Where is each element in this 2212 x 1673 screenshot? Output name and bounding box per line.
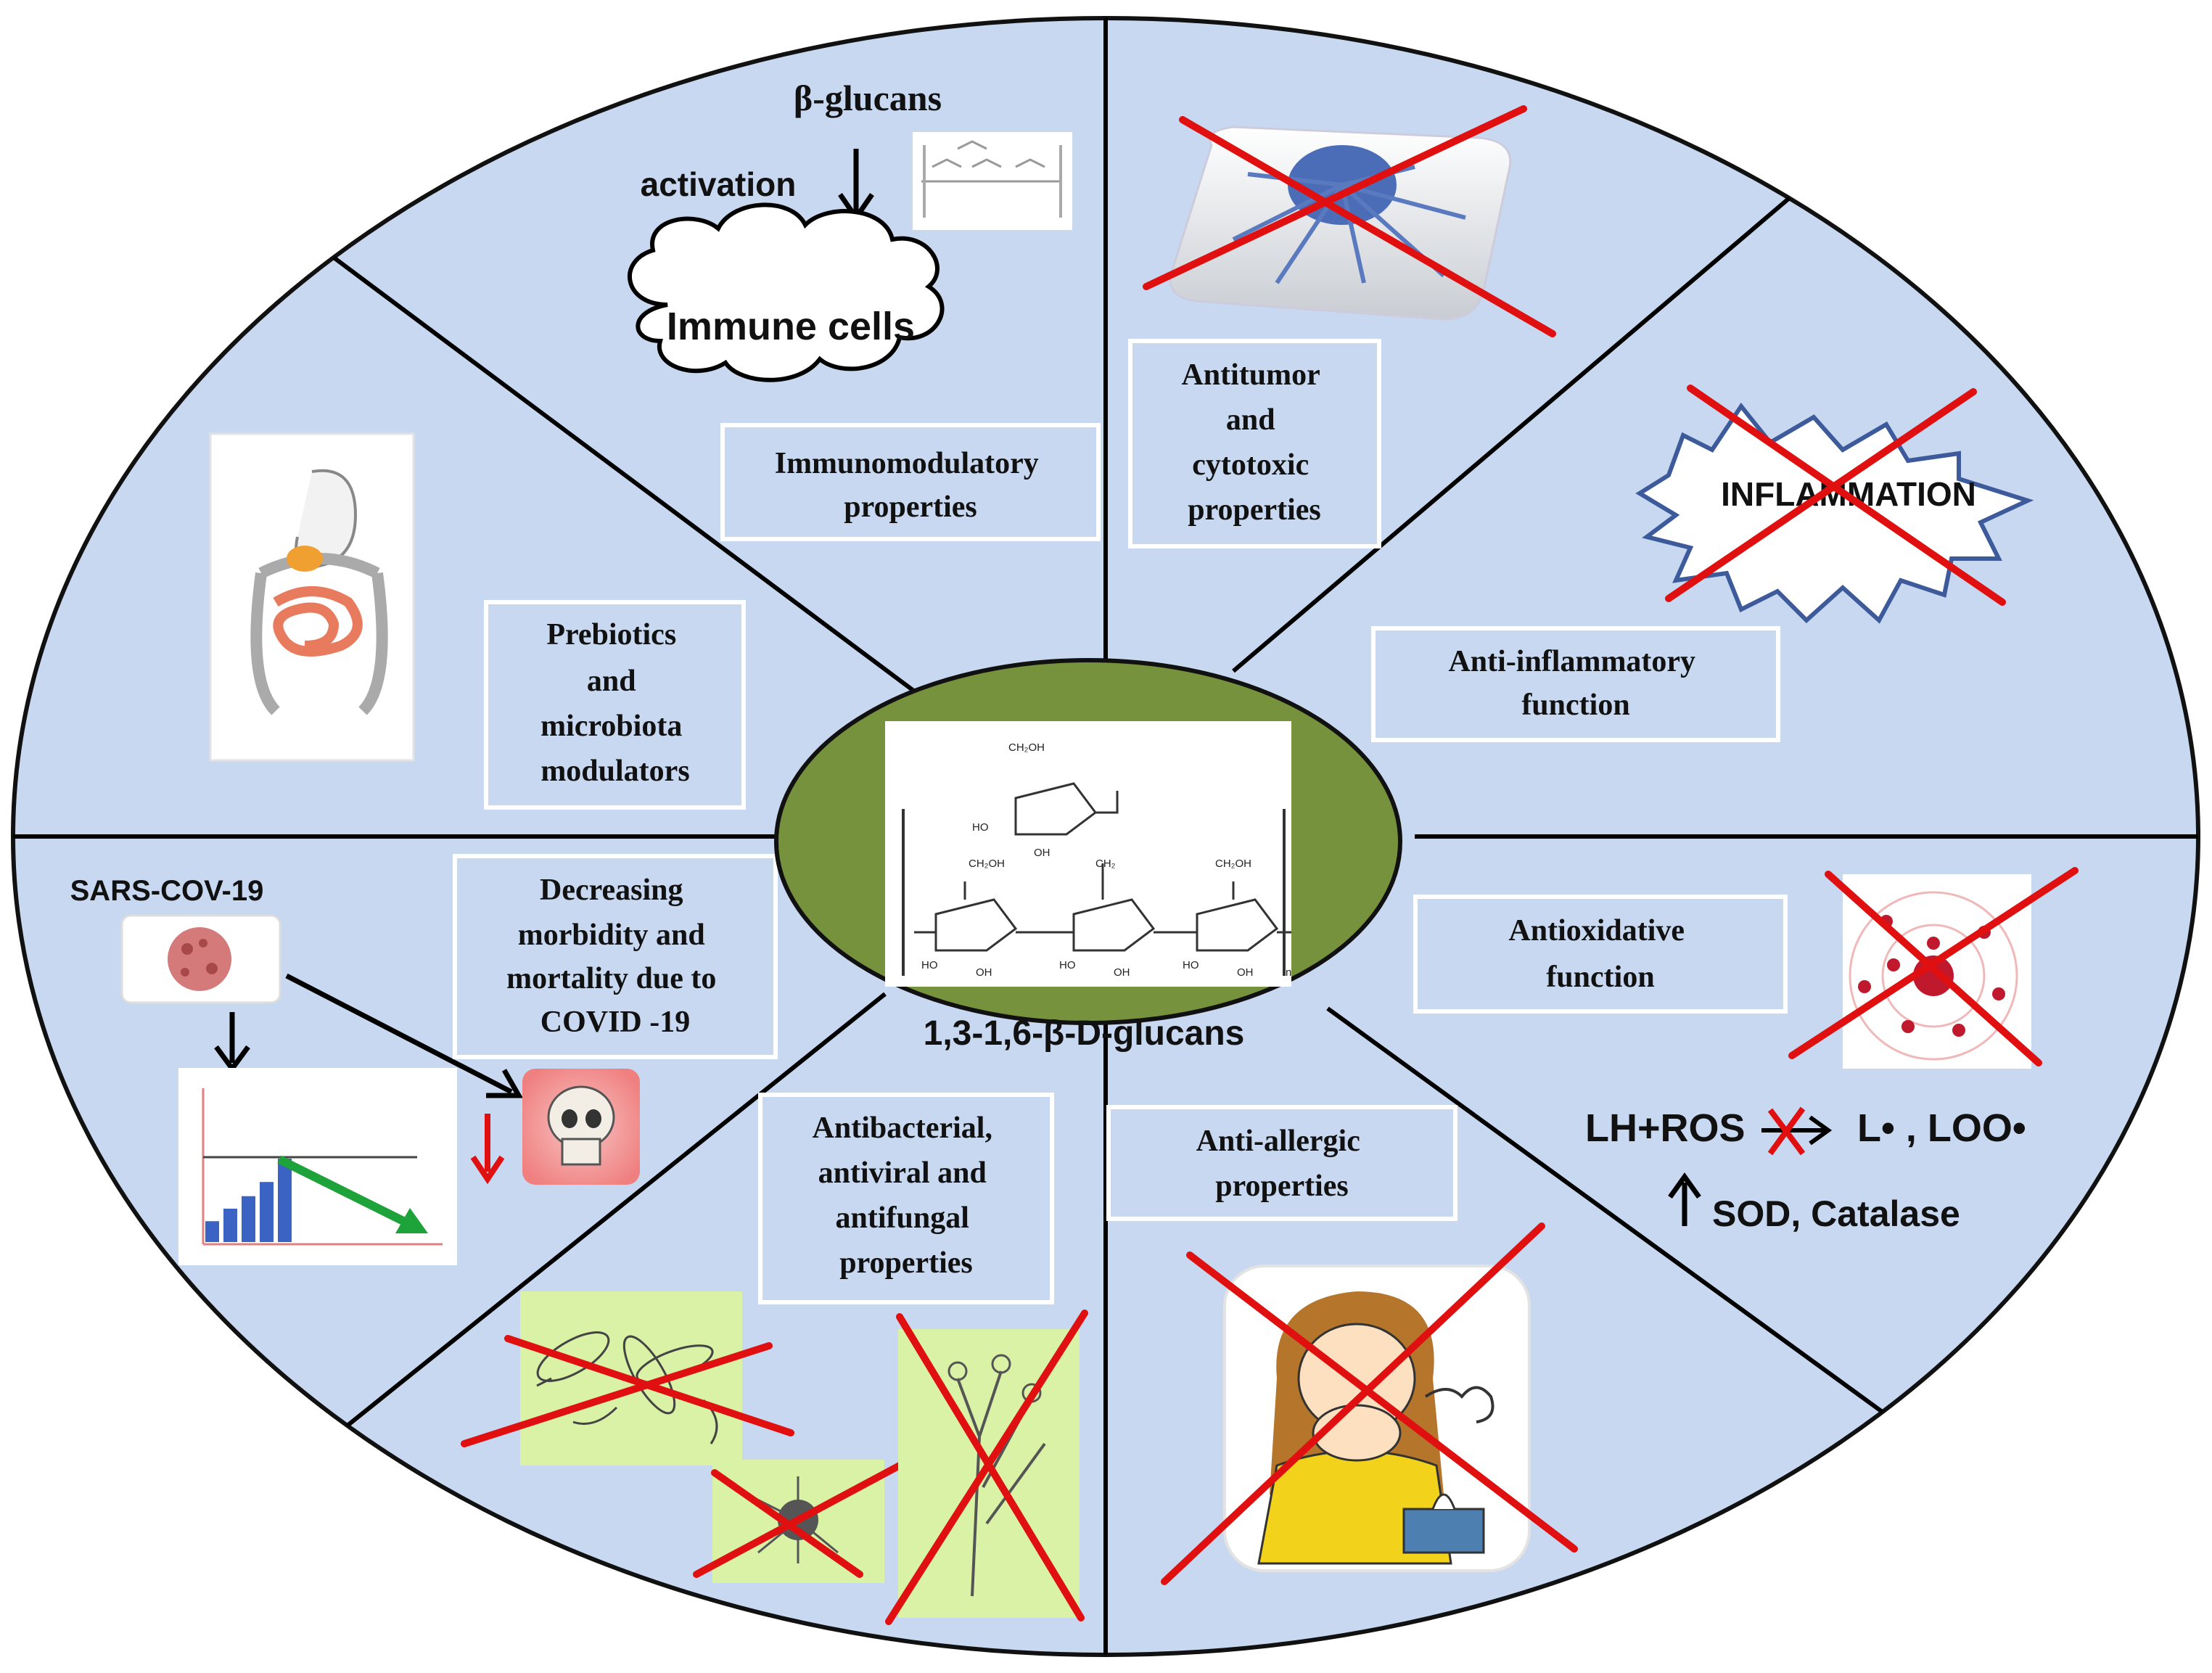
covid-sector: SARS-COV-19 [70, 854, 778, 1265]
sneezing-person-icon [1223, 1265, 1531, 1572]
svg-text:CH₂OH: CH₂OH [1008, 741, 1045, 754]
bacteria-icon [520, 1291, 742, 1466]
svg-text:Anti-allergic properti: Anti-allergic properties [1196, 1125, 1368, 1203]
enzymes-label: SOD, Catalase [1712, 1193, 1960, 1234]
bar-chart-icon [178, 1068, 457, 1265]
antitumor-cross [1143, 105, 1556, 337]
blocked-arrow-icon [1761, 1106, 1833, 1156]
svg-text:Anti-inflammatory func: Anti-inflammatory function [1448, 645, 1703, 722]
center-label: 1,3-1,6-β-D-glucans [924, 1014, 1245, 1053]
chart-bar [278, 1159, 292, 1242]
prebiotics-sector: Prebiotics and microbiota modulators [209, 432, 746, 810]
beta-glucans-label: β-glucans [794, 78, 942, 118]
immune-cells-label: Immune cells [667, 305, 915, 348]
tumor-cell-icon [1169, 126, 1512, 321]
immunomodulatory-box: Immunomodulatory properties [720, 423, 1101, 541]
oxidation-reaction: LH+ROS L• , LOO• [1585, 1106, 2026, 1156]
atom-cross [1788, 867, 2079, 1066]
antioxidative-box: Antioxidative function [1413, 895, 1788, 1014]
svg-text:CH₂OH: CH₂OH [969, 858, 1005, 870]
svg-text:Prebiotics and: Prebiotics and microbiota modulators [540, 618, 690, 788]
antitumor-sector: Antitumor and cytotoxic properties [1128, 105, 1556, 548]
antiinflammatory-box: Anti-inflammatory function [1371, 626, 1780, 742]
glucan-structure-center-icon: CH₂OH CH₂OH CH₂ CH₂OH HO OH HO OH HO OH … [885, 721, 1291, 987]
inflammation-cross [1665, 385, 2006, 606]
antimicrobial-box: Antibacterial, antiviral and antifungal … [758, 1093, 1054, 1304]
antiallergic-sector: Anti-allergic properties [1106, 1105, 1578, 1585]
svg-text:HO: HO [1183, 959, 1199, 971]
antioxidative-sector: Antioxidative function LH+ROS [1413, 867, 2079, 1234]
svg-text:CH₂OH: CH₂OH [1215, 858, 1251, 870]
allergy-cross [1161, 1222, 1578, 1585]
svg-text:OH: OH [1034, 847, 1051, 859]
covid-box: Decreasing morbidity and mortality due t… [453, 854, 778, 1059]
intestine-icon [209, 432, 415, 762]
reaction-right-label: L• , LOO• [1857, 1106, 2026, 1150]
inflammation-burst-icon: INFLAMMATION [1635, 402, 2034, 624]
svg-text:OH: OH [1114, 966, 1130, 979]
svg-text:OH: OH [976, 966, 992, 979]
fungus-cross [885, 1310, 1088, 1625]
svg-text:CH₂: CH₂ [1095, 858, 1116, 870]
reaction-left-label: LH+ROS [1585, 1106, 1746, 1150]
antiallergic-box: Anti-allergic properties [1106, 1105, 1457, 1221]
svg-text:OH: OH [1237, 966, 1254, 979]
svg-text:Decreasing morbidity: Decreasing morbidity and mortality due t… [506, 874, 724, 1039]
chart-bar [242, 1196, 255, 1242]
svg-text:Immunomodulatory prope: Immunomodulatory properties [775, 447, 1047, 524]
activation-label: activation [641, 165, 797, 203]
immune-cell-cloud-icon: Immune cells [628, 202, 945, 382]
bacteria-cross [461, 1335, 794, 1447]
antitumor-box: Antitumor and cytotoxic properties [1128, 339, 1381, 548]
immuno-sector: β-glucans activation Immune cells Immuno… [628, 78, 1101, 541]
svg-text:n: n [1286, 966, 1291, 979]
chart-bar [205, 1221, 219, 1242]
skull-icon [522, 1069, 640, 1185]
antimicrobial-sector: Antibacterial, antiviral and antifungal … [461, 1093, 1088, 1625]
enzymes-row: SOD, Catalase [1668, 1172, 1960, 1234]
svg-text:HO: HO [972, 821, 989, 834]
center-hub: CH₂OH CH₂OH CH₂ CH₂OH HO OH HO OH HO OH … [774, 658, 1402, 1053]
sars-cov-label: SARS-COV-19 [70, 875, 264, 907]
svg-text:HO: HO [1059, 959, 1076, 971]
mortality-arrow-icon [285, 973, 524, 1098]
virus-particle-icon [120, 914, 281, 1004]
chart-bar [260, 1182, 274, 1242]
svg-text:HO: HO [921, 959, 938, 971]
svg-text:Antibacterial, antivir: Antibacterial, antiviral and antifungal … [813, 1111, 1000, 1280]
prebiotics-box: Prebiotics and microbiota modulators [484, 600, 746, 810]
virus-cross [693, 1462, 903, 1578]
svg-text:Antitumor and: Antitumor and cytotoxic properties [1181, 358, 1327, 527]
red-down-arrow-icon [470, 1114, 505, 1185]
chart-bar [223, 1209, 237, 1242]
up-arrow-icon [1668, 1172, 1701, 1226]
svg-text:Antioxidative function: Antioxidative function [1508, 914, 1692, 994]
glucan-structure-icon [913, 132, 1072, 230]
antiinflammatory-sector: INFLAMMATION Anti-inflammatory function [1371, 385, 2034, 742]
